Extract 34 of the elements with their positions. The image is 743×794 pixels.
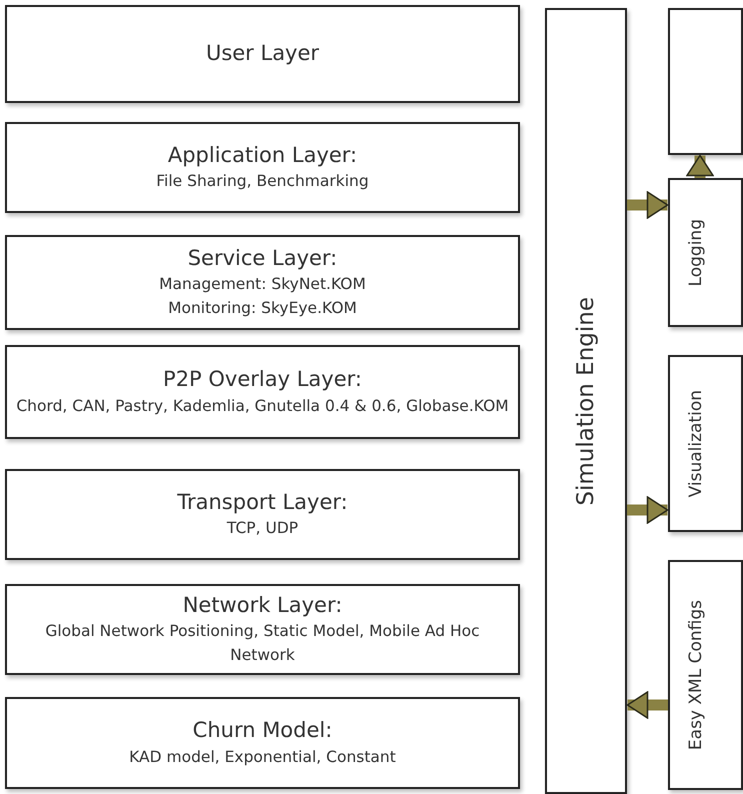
layer-title: P2P Overlay Layer: xyxy=(163,366,362,394)
layer-title: Churn Model: xyxy=(192,717,332,744)
module-label: Logging xyxy=(686,218,706,286)
layer-box xyxy=(5,345,520,439)
layer-box xyxy=(5,584,520,675)
layer-description: Monitoring: SkyEye.KOM xyxy=(167,298,358,320)
layer-description: Management: SkyNet.KOM xyxy=(158,274,367,296)
module-label: Visualization xyxy=(686,390,706,498)
layer-box xyxy=(5,5,520,103)
block-arrow xyxy=(627,496,668,524)
layer-description: TCP, UDP xyxy=(226,518,300,540)
layer-title: Network Layer: xyxy=(182,592,342,619)
layer-description: Chord, CAN, Pastry, Kademlia, Gnutella 0.4 & 0.6, Globase.KOM xyxy=(15,396,510,417)
layer-title: Transport Layer: xyxy=(177,488,348,516)
layer-box xyxy=(5,469,520,560)
module-box xyxy=(668,178,743,327)
engine-panel xyxy=(545,8,627,794)
layer-box xyxy=(5,122,520,213)
layer-description: File Sharing, Benchmarking xyxy=(155,171,370,192)
module-box xyxy=(668,355,743,532)
layer-description: KAD model, Exponential, Constant xyxy=(128,746,397,768)
layer-box xyxy=(5,697,520,789)
block-arrow xyxy=(627,191,668,219)
module-box xyxy=(668,560,743,790)
block-arrow xyxy=(626,691,668,719)
layer-title: Application Layer: xyxy=(168,142,358,169)
layer-description: Global Network Positioning, Static Model, Mobile Ad Hoc Network xyxy=(44,621,481,666)
block-arrow xyxy=(686,154,714,178)
layer-title: User Layer xyxy=(206,40,320,68)
module-label: Easy XML Configs xyxy=(686,600,706,750)
engine-title: Simulation Engine xyxy=(573,296,599,506)
layer-title: Service Layer: xyxy=(188,244,338,272)
layer-box xyxy=(5,235,520,330)
module-box xyxy=(668,8,743,155)
